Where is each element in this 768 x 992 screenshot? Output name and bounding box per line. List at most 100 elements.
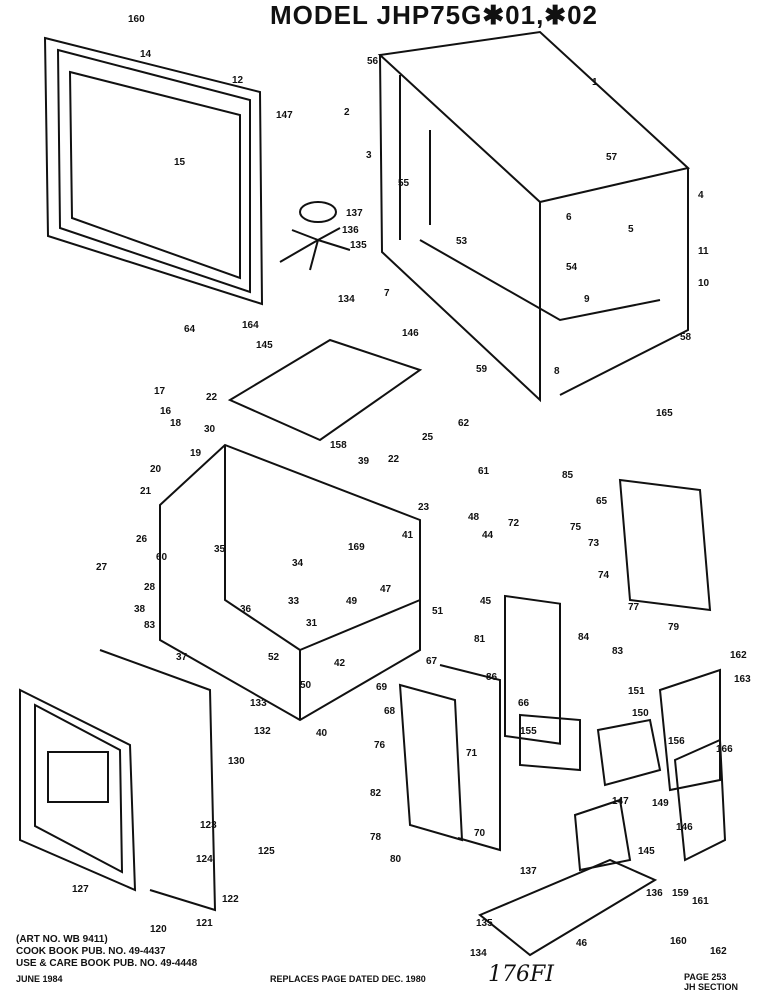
part-label: 137	[346, 208, 363, 219]
part-label: 1	[592, 77, 598, 88]
part-label: 15	[174, 157, 186, 168]
part-label: 132	[254, 726, 271, 737]
part-label: 20	[150, 464, 162, 475]
part-label: 45	[480, 596, 492, 607]
part-label: 60	[156, 552, 168, 563]
part-label: 35	[214, 544, 226, 555]
part-label: 134	[470, 948, 487, 959]
part-label: 22	[388, 454, 400, 465]
part-label: 163	[734, 674, 751, 685]
part-label: 17	[154, 386, 166, 397]
part-label: 68	[384, 706, 396, 717]
part-label: 135	[350, 240, 367, 251]
part-label: 160	[670, 936, 687, 947]
part-label: 83	[144, 620, 156, 631]
part-label: 162	[730, 650, 747, 661]
part-label: 23	[418, 502, 430, 513]
part-label: 74	[598, 570, 610, 581]
part-label: 165	[656, 408, 673, 419]
handwritten-note: 176FI	[488, 962, 554, 987]
part-label: 21	[140, 486, 152, 497]
part-label: 136	[342, 225, 359, 236]
part-label: 135	[476, 918, 493, 929]
footer-page: PAGE 253 JH SECTION	[684, 972, 738, 992]
part-label: 137	[520, 866, 537, 877]
part-label: 7	[384, 288, 390, 299]
page-number: PAGE 253	[684, 972, 727, 982]
part-label: 77	[628, 602, 640, 613]
part-label: 159	[672, 888, 689, 899]
part-label: 42	[334, 658, 346, 669]
part-label: 47	[380, 584, 392, 595]
part-label: 133	[250, 698, 267, 709]
part-label: 62	[458, 418, 470, 429]
part-label: 55	[398, 178, 410, 189]
part-label: 19	[190, 448, 202, 459]
part-label: 50	[300, 680, 312, 691]
right-side-parts	[519, 478, 727, 872]
part-label: 65	[596, 496, 608, 507]
part-label: 73	[588, 538, 600, 549]
part-label: 147	[276, 110, 293, 121]
part-label: 33	[288, 596, 300, 607]
part-label: 127	[72, 884, 89, 895]
part-label: 54	[566, 262, 578, 273]
part-label: 48	[468, 512, 480, 523]
part-label: 75	[570, 522, 582, 533]
part-label: 5	[628, 224, 634, 235]
oven-cavity	[159, 443, 421, 722]
part-label: 149	[652, 798, 669, 809]
part-label: 164	[242, 320, 259, 331]
part-label: 66	[518, 698, 530, 709]
part-label: 136	[646, 888, 663, 899]
cabinet-wrapper	[377, 30, 691, 403]
part-label: 22	[206, 392, 218, 403]
part-label: 9	[584, 294, 590, 305]
part-label: 80	[390, 854, 402, 865]
part-label: 51	[432, 606, 444, 617]
part-label: 10	[698, 278, 710, 289]
part-label: 86	[486, 672, 498, 683]
part-label: 145	[638, 846, 655, 857]
part-label: 84	[578, 632, 590, 643]
shelf-plate	[227, 338, 423, 442]
part-label: 59	[476, 364, 488, 375]
part-label: 130	[228, 756, 245, 767]
part-callouts: 160 14 12 147 15 56 1 2 3 57 55 4 137 6 …	[72, 14, 751, 959]
part-label: 8	[554, 366, 560, 377]
part-label: 27	[96, 562, 108, 573]
part-label: 31	[306, 618, 318, 629]
part-label: 125	[258, 846, 275, 857]
part-label: 3	[366, 150, 372, 161]
part-label: 156	[668, 736, 685, 747]
part-label: 6	[566, 212, 572, 223]
part-label: 70	[474, 828, 486, 839]
part-label: 64	[184, 324, 196, 335]
part-label: 72	[508, 518, 520, 529]
section-name: JH SECTION	[684, 982, 739, 992]
part-label: 121	[196, 918, 213, 929]
part-label: 123	[200, 820, 217, 831]
part-label: 2	[344, 107, 350, 118]
part-label: 28	[144, 582, 156, 593]
front-door-assembly	[19, 649, 217, 912]
part-label: 151	[628, 686, 645, 697]
part-label: 161	[692, 896, 709, 907]
part-label: 38	[134, 604, 146, 615]
part-label: 78	[370, 832, 382, 843]
footer-date: JUNE 1984	[16, 974, 63, 984]
part-label: 52	[268, 652, 280, 663]
publication-notes: (ART NO. WB 9411) COOK BOOK PUB. NO. 49-…	[16, 934, 197, 970]
part-label: 44	[482, 530, 494, 541]
part-label: 155	[520, 726, 537, 737]
part-label: 85	[562, 470, 574, 481]
part-label: 122	[222, 894, 239, 905]
part-label: 4	[698, 190, 704, 201]
part-label: 41	[402, 530, 414, 541]
part-label: 160	[128, 14, 145, 25]
part-label: 49	[346, 596, 358, 607]
part-label: 146	[676, 822, 693, 833]
part-label: 83	[612, 646, 624, 657]
part-label: 169	[348, 542, 365, 553]
